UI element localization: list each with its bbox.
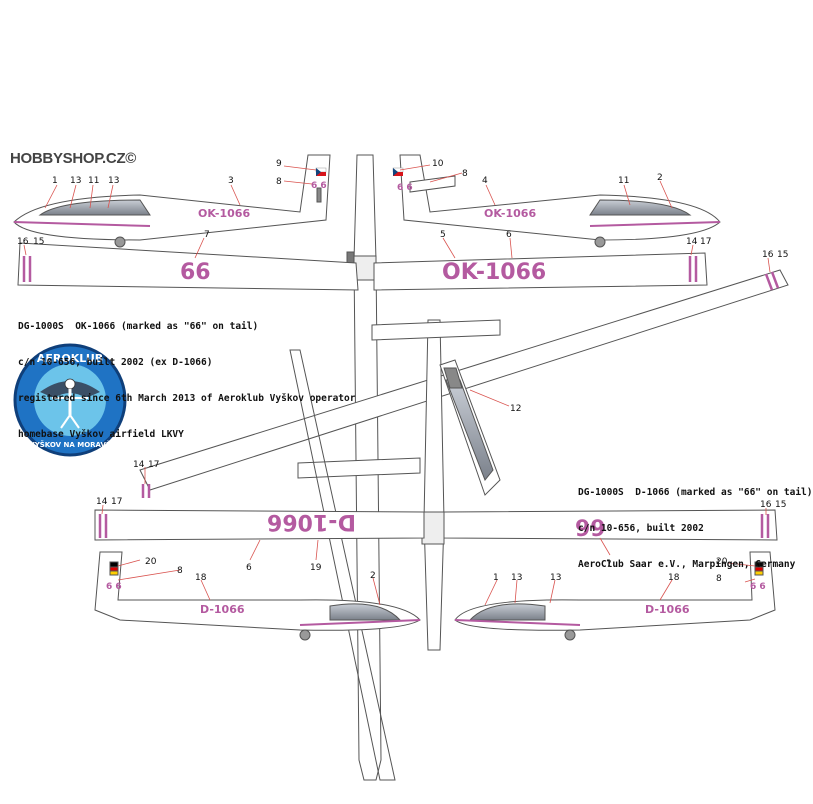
czech-flag-right: [392, 167, 404, 176]
caption-line: AeroClub Saar e.V., Marpingen, Germany: [578, 559, 796, 570]
callout-br: 8: [716, 574, 722, 584]
callout-br: 18: [668, 573, 680, 583]
callout-tr: 8: [462, 169, 468, 179]
callout-tr: 6: [506, 230, 512, 240]
logo-text-bottom: VYŠKOV NA MORAVĚ: [29, 440, 111, 449]
hobbyshop-brand: HOBBYSHOP.CZ©: [10, 150, 137, 167]
caption-line: homebase Vyškov airfield LKVY: [18, 429, 184, 440]
caption-ok-1066: DG-1000S OK-1066 (marked as "66" on tail…: [18, 297, 355, 453]
fuselage-reg-d-right: D-1066: [645, 603, 690, 616]
callout-br: 15: [775, 500, 786, 510]
callout-bl: 20: [145, 557, 157, 567]
callout-br: 7: [606, 560, 612, 570]
callout-tl: 13: [70, 176, 81, 186]
top-view-wing-left: [17, 242, 359, 291]
canopy-detail: [439, 359, 501, 496]
caption-line: DG-1000S D-1066 (marked as "66" on tail): [578, 487, 813, 498]
callout-tl: 7: [204, 230, 210, 240]
callout-tl: 13: [108, 176, 119, 186]
top-view-wing-right: [373, 252, 708, 291]
callout-bl: 18: [195, 573, 207, 583]
callout-tr: 5: [440, 230, 446, 240]
side-view-ok-right: [399, 154, 721, 248]
callout-tr: 14: [686, 237, 698, 247]
callout-br: 16: [760, 500, 772, 510]
bottom-view-wing-right: [443, 509, 778, 541]
callout-br: 1: [493, 573, 499, 583]
callout-tl: 3: [228, 176, 234, 186]
wingtip-stripes: [22, 256, 780, 538]
caption-line: DG-1000S OK-1066 (marked as "66" on tail…: [18, 321, 259, 332]
tail-mark-bl: 6 6: [106, 582, 122, 592]
callout-tl: 8: [276, 177, 282, 187]
callout-tl: 15: [33, 237, 44, 247]
callout-br: 13: [550, 573, 561, 583]
tail-mark-tl: 6 6: [311, 181, 327, 191]
wing-mark-66: 66: [180, 260, 211, 285]
callout-tl: 1: [52, 176, 58, 186]
callout-tr: 17: [700, 237, 711, 247]
caption-d-1066: DG-1000S D-1066 (marked as "66" on tail)…: [578, 463, 813, 583]
callout-tl: 11: [88, 176, 99, 186]
callout-leaders: [23, 164, 771, 606]
side-view-ok-left: [13, 154, 331, 248]
callout-mid: 12: [510, 404, 521, 414]
caption-line: c/n 10-656, built 2002: [578, 523, 704, 534]
callout-bl: 2: [370, 571, 376, 581]
callout-numbers: 1 13 11 13 3 9 8 16 15 7 10 8 4 11 2 5 6…: [17, 159, 788, 584]
side-view-d-left: [94, 551, 421, 641]
wing-mark-d-1066-inverted: D-1066: [267, 509, 356, 534]
callout-tr: 11: [618, 176, 629, 186]
callout-bl: 8: [177, 566, 183, 576]
bottom-view-wing-left: [94, 509, 425, 541]
callout-tr: 2: [657, 173, 663, 183]
aeroklub-logo: AEROKLUB VYŠKOV NA MORAVĚ: [13, 343, 127, 457]
fuselage-reg-d-left: D-1066: [200, 603, 245, 616]
callout-mid: 14: [133, 460, 145, 470]
tail-mark-br: 6 6: [750, 582, 766, 592]
caption-line: registered since 6th March 2013 of Aerok…: [18, 393, 356, 404]
side-view-d-right: [454, 551, 776, 641]
tail-mark-tr: 6 6: [397, 183, 413, 193]
logo-text-top: AEROKLUB: [37, 352, 103, 365]
callout-tl: 9: [276, 159, 282, 169]
callout-tl: 16: [17, 237, 29, 247]
callout-bl: 17: [111, 497, 122, 507]
callout-mid: 17: [148, 460, 159, 470]
fuselage-reg-ok-right: OK-1066: [484, 207, 536, 220]
czech-flag-left: [315, 167, 327, 176]
wing-mark-ok-1066: OK-1066: [442, 260, 546, 285]
callout-br: 20: [716, 557, 728, 567]
fuselage-reg-ok-left: OK-1066: [198, 207, 250, 220]
decal-sheet: 66 OK-1066 99 D-1066 OK-1066 OK-1066 D-1…: [10, 150, 813, 781]
caption-line: c/n 10-656, built 2002 (ex D-1066): [18, 357, 213, 368]
wing-mark-99: 99: [575, 517, 606, 542]
callout-mid: 16: [762, 250, 774, 260]
callout-tr: 10: [432, 159, 444, 169]
callout-tr: 4: [482, 176, 488, 186]
callout-bl: 19: [310, 563, 322, 573]
callout-mid: 15: [777, 250, 788, 260]
callout-bl: 14: [96, 497, 108, 507]
diagonal-wing: [139, 269, 789, 781]
top-view-tailplane: [297, 457, 421, 479]
aircraft-drawings: 66 OK-1066 99 D-1066 OK-1066 OK-1066 D-1…: [13, 154, 789, 781]
callout-bl: 6: [246, 563, 252, 573]
callout-br: 13: [511, 573, 522, 583]
